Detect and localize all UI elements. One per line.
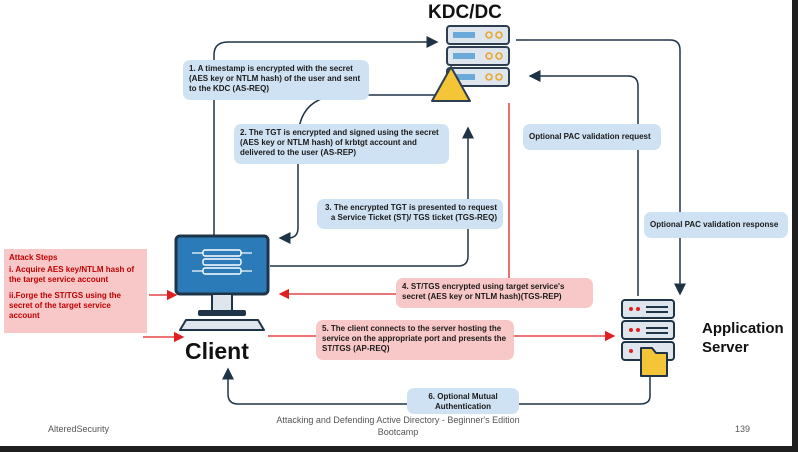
keyboard-icon xyxy=(179,319,265,331)
attack-step-1: i. Acquire AES key/NTLM hash of the targ… xyxy=(9,265,135,284)
pac-validation-response: Optional PAC validation response xyxy=(644,212,788,238)
page-title: KDC/DC xyxy=(428,2,502,23)
pac-validation-request: Optional PAC validation request xyxy=(523,124,661,150)
arrow-as-req xyxy=(213,36,439,236)
step-tgs-rep: 4. ST/TGS encrypted using target service… xyxy=(396,278,593,308)
step-tgs-req: 3. The encrypted TGT is presented to req… xyxy=(317,199,503,229)
arrow-pac-response xyxy=(516,39,686,296)
footer-brand: AlteredSecurity xyxy=(48,424,110,434)
attack-step-2: ii.Forge the ST/TGS using the secret of … xyxy=(9,291,122,320)
footer-course: Attacking and Defending Active Directory… xyxy=(276,415,520,437)
slide: KDC/DC Client Application Server 1. A ti… xyxy=(0,0,792,446)
arrow-tgs-req xyxy=(270,126,474,267)
attack-steps-box: Attack Steps i. Acquire AES key/NTLM has… xyxy=(4,249,147,333)
client-label: Client xyxy=(185,338,249,364)
monitor-icon xyxy=(174,234,270,316)
server-label: Application Server xyxy=(702,320,784,356)
page-number: 139 xyxy=(735,424,751,434)
step-ap-req: 5. The client connects to the server hos… xyxy=(316,320,514,360)
attack-heading: Attack Steps xyxy=(9,253,58,262)
warning-icon xyxy=(431,66,471,102)
server-icon xyxy=(446,25,510,87)
step-as-req: 1. A timestamp is encrypted with the sec… xyxy=(183,60,369,100)
flow-arrows xyxy=(143,25,686,405)
step-mutual-auth: 6. Optional Mutual Authentication xyxy=(407,388,519,414)
arrow-pac-request xyxy=(528,70,639,296)
folder-icon xyxy=(640,347,668,377)
step-as-rep: 2. The TGT is encrypted and signed using… xyxy=(234,124,449,164)
